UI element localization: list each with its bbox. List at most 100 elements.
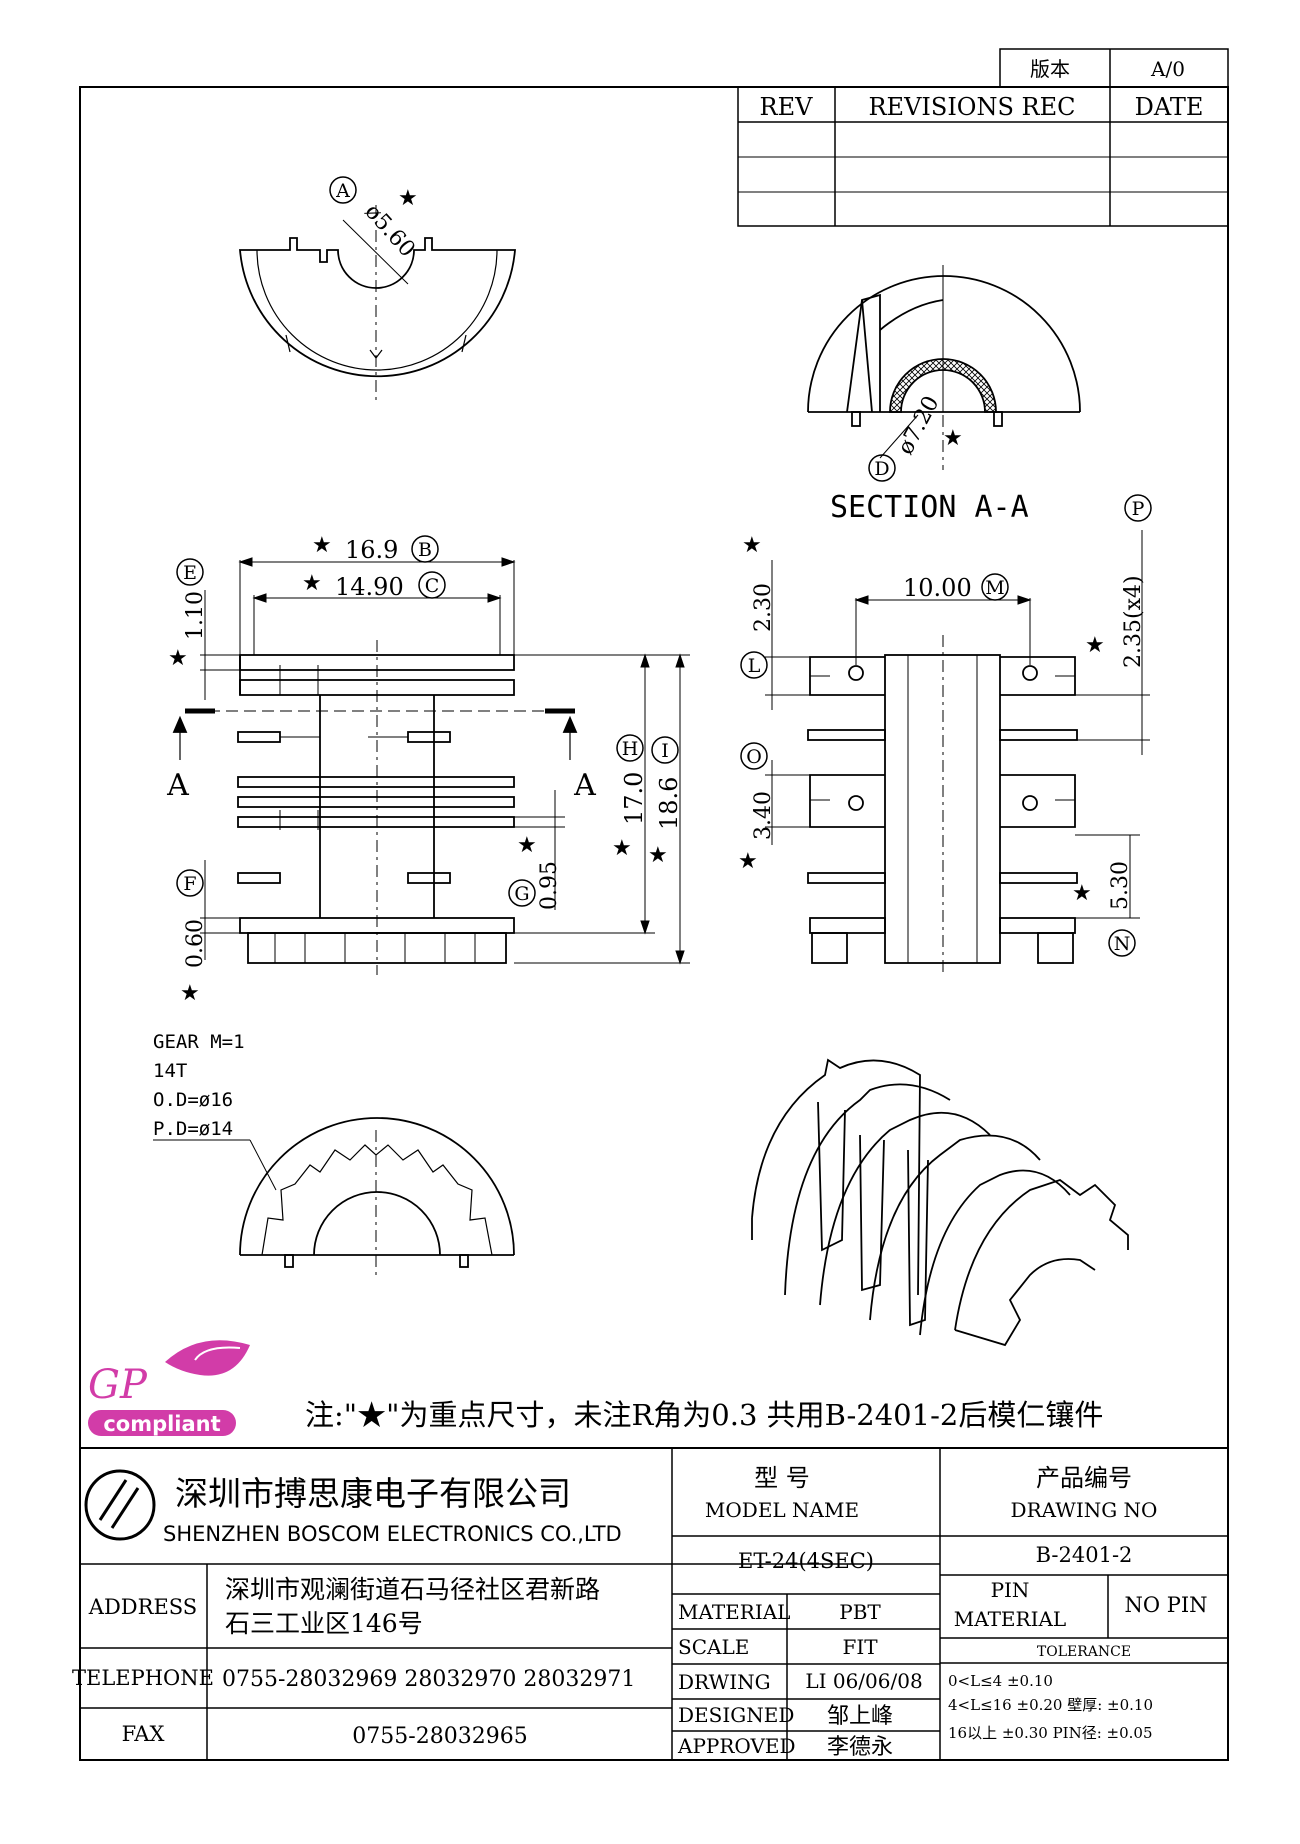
drawing-label-en: DRAWING NO	[1011, 1498, 1158, 1522]
top-view	[239, 205, 516, 400]
revision-table: REV REVISIONS REC DATE	[737, 86, 1229, 227]
company-logo-icon	[84, 1469, 156, 1541]
dim-G-value: 0.95	[537, 861, 562, 910]
star-O: ★	[738, 849, 758, 874]
pin-material-label-1: PIN	[991, 1578, 1030, 1602]
dim-G-letter: G	[514, 883, 529, 905]
dim-D-letter: D	[874, 458, 889, 480]
star-F: ★	[180, 981, 200, 1006]
title-block	[80, 1447, 1228, 1761]
star-D: ★	[943, 426, 963, 451]
dim-L-value: 2.30	[751, 583, 776, 632]
dim-L-letter: L	[748, 655, 761, 677]
section-view	[807, 265, 1081, 470]
leaf-icon	[165, 1340, 250, 1376]
dim-C-letter: C	[425, 575, 440, 597]
model-label-en: MODEL NAME	[705, 1498, 859, 1522]
isometric-view	[751, 1058, 1129, 1347]
version-label: 版本	[1030, 57, 1070, 81]
gear-spec-line-2: 14T	[153, 1060, 187, 1082]
gear-spec-line-4: P.D=ø14	[153, 1118, 233, 1140]
address-line-1: 深圳市观澜街道石马径社区君新路	[225, 1575, 600, 1604]
logo-gp: GP	[88, 1362, 148, 1408]
company-name-en: SHENZHEN BOSCOM ELECTRONICS CO.,LTD	[163, 1522, 622, 1546]
address-label: ADDRESS	[88, 1595, 197, 1619]
cut-label-left: A	[166, 768, 189, 803]
dim-N-letter: N	[1114, 933, 1131, 955]
dim-B-value: 16.9	[345, 536, 398, 564]
star-L: ★	[742, 533, 762, 558]
section-title: SECTION A-A	[830, 490, 1029, 525]
star-P: ★	[1085, 633, 1105, 658]
dim-E-letter: E	[183, 562, 197, 584]
dim-H: H 17.0 ★	[514, 653, 655, 935]
dim-F-letter: F	[183, 873, 196, 895]
fax-label: FAX	[122, 1722, 165, 1746]
company-name-cn: 深圳市搏思康电子有限公司	[175, 1474, 571, 1513]
dim-F-value: 0.60	[183, 919, 208, 968]
designed-value: 邹上峰	[827, 1704, 893, 1729]
dim-C: ★ 14.90 C	[252, 571, 502, 655]
star-N: ★	[1072, 881, 1092, 906]
cut-label-right: A	[573, 768, 596, 803]
designed-label: DESIGNED	[678, 1703, 794, 1727]
dim-M-value: 10.00	[903, 574, 972, 602]
gear-view	[153, 1117, 515, 1280]
dim-A: A ★ ø5.60	[329, 176, 420, 262]
dim-P-letter: P	[1132, 498, 1145, 520]
date-header: DATE	[1135, 93, 1204, 121]
approved-label: APPROVED	[677, 1734, 796, 1758]
dim-E-value: 1.10	[183, 591, 208, 640]
dim-B-letter: B	[418, 539, 432, 561]
drawing-number: B-2401-2	[1036, 1543, 1133, 1567]
tolerance-row-3: 16以上 ±0.30 PIN径: ±0.05	[948, 1724, 1153, 1742]
logo-compliant: compliant	[103, 1412, 220, 1436]
gp-compliant-logo: GP compliant	[88, 1340, 250, 1436]
dim-N-value: 5.30	[1108, 861, 1133, 910]
scale-value: FIT	[842, 1635, 878, 1659]
rev-header: REV	[760, 93, 814, 121]
version-value: A/0	[1150, 57, 1185, 81]
dim-A-letter: A	[335, 180, 350, 202]
dim-F: F 0.60 ★	[176, 860, 240, 1006]
dim-D: D ø7.20 ★	[868, 392, 963, 482]
dim-B: ★ 16.9 B	[238, 533, 516, 655]
dim-H-value: 17.0	[620, 772, 648, 825]
dim-I: I 18.6 ★	[514, 653, 690, 965]
dim-C-value: 14.90	[335, 573, 404, 601]
model-label-cn: 型 号	[754, 1464, 810, 1492]
drawing-label-cn: 产品编号	[1036, 1464, 1132, 1492]
gear-spec-line-3: O.D=ø16	[153, 1089, 233, 1111]
note-text: 注:"★"为重点尺寸，未注R角为0.3 共用B-2401-2后模仁镶件	[305, 1398, 1103, 1432]
tolerance-label: TOLERANCE	[1037, 1644, 1131, 1660]
star-H: ★	[612, 836, 632, 861]
tolerance-row-2: 4<L≤16 ±0.20 壁厚: ±0.10	[948, 1696, 1153, 1714]
dim-O: O 3.40 ★	[738, 742, 810, 874]
dim-P: P 2.35(x4) ★	[1075, 494, 1152, 755]
dim-M: 10.00 M	[854, 573, 1032, 665]
star-I: ★	[648, 843, 668, 868]
telephone-label: TELEPHONE	[72, 1666, 214, 1690]
material-label: MATERIAL	[678, 1600, 790, 1624]
model-value: ET-24(4SEC)	[738, 1549, 874, 1573]
pin-material-label-2: MATERIAL	[954, 1607, 1066, 1631]
gear-spec: GEAR M=1 14T O.D=ø16 P.D=ø14	[153, 1031, 245, 1140]
pin-material-value: NO PIN	[1124, 1593, 1207, 1617]
dim-L: L 2.30 ★	[740, 533, 810, 710]
drwing-label: DRWING	[678, 1670, 771, 1694]
star-A: ★	[398, 186, 418, 211]
dim-M-letter: M	[985, 577, 1004, 599]
dim-P-value: 2.35(x4)	[1121, 575, 1146, 668]
approved-value: 李德永	[827, 1735, 893, 1760]
tolerance-row-1: 0<L≤4 ±0.10	[948, 1672, 1053, 1690]
material-value: PBT	[839, 1600, 881, 1624]
star-G: ★	[517, 833, 537, 858]
star-E: ★	[168, 646, 188, 671]
version-box: 版本 A/0	[999, 48, 1229, 88]
dim-N: N 5.30 ★	[1072, 834, 1140, 957]
fax-value: 0755-28032965	[352, 1724, 527, 1749]
star-C: ★	[302, 571, 322, 596]
dim-G: G 0.95 ★	[508, 790, 565, 910]
telephone-value: 0755-28032969 28032970 28032971	[222, 1667, 635, 1692]
